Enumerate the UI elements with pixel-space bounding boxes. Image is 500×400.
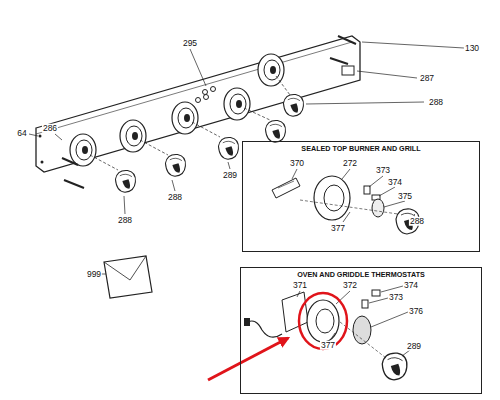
callout-number: 999 (86, 270, 102, 279)
callout-number: 286 (42, 124, 58, 133)
callout-number: 376 (408, 307, 424, 316)
callout-number: 373 (388, 293, 404, 302)
panel-heading: SEALED TOP BURNER AND GRILL (243, 142, 479, 153)
callout-number: 288 (117, 216, 133, 225)
callout-number: 288 (428, 98, 444, 107)
callout-number: 289 (222, 171, 238, 180)
callout-number: 287 (419, 74, 435, 83)
callout-number: 370 (289, 159, 305, 168)
panel-heading: OVEN AND GRIDDLE THERMOSTATS (241, 268, 481, 279)
callout-number: 289 (406, 342, 422, 351)
callout-number: 130 (464, 44, 480, 53)
callout-number: 372 (342, 281, 358, 290)
callout-number: 64 (16, 129, 27, 138)
callout-number: 375 (397, 192, 413, 201)
callout-number: 377 (320, 341, 336, 350)
inset-panel: OVEN AND GRIDDLE THERMOSTATS (240, 267, 482, 394)
callout-number: 371 (292, 281, 308, 290)
callout-number: 288 (167, 193, 183, 202)
callout-number: 288 (409, 217, 425, 226)
callout-number: 272 (342, 159, 358, 168)
inset-panel: SEALED TOP BURNER AND GRILL (242, 141, 480, 252)
callout-number: 374 (387, 178, 403, 187)
callout-number: 377 (330, 224, 346, 233)
callout-number: 295 (182, 39, 198, 48)
callout-number: 374 (403, 281, 419, 290)
callout-number: 373 (375, 166, 391, 175)
